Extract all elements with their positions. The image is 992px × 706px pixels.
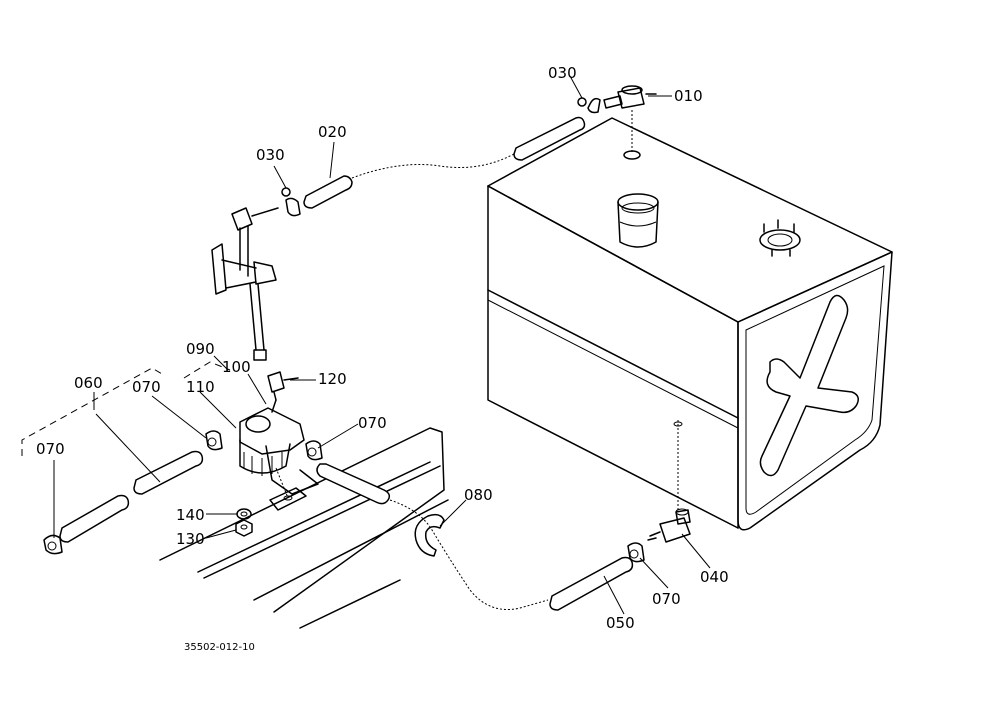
part-060-hose-left bbox=[59, 494, 130, 543]
part-020-hose-upper-right bbox=[513, 116, 586, 161]
part-070-clip-far-left bbox=[43, 534, 63, 555]
group-bracket-090 bbox=[183, 361, 231, 379]
part-labels: 010 030 020 030 090 100 120 060 070 110 … bbox=[36, 64, 729, 653]
part-070-clip-lower-right bbox=[627, 542, 645, 563]
label-130: 130 bbox=[176, 530, 205, 548]
label-060: 060 bbox=[74, 374, 103, 392]
label-100: 100 bbox=[222, 358, 251, 376]
part-080-hose-clamp bbox=[414, 513, 445, 557]
part-020-hose-upper-left bbox=[303, 175, 353, 209]
part-130-nut bbox=[235, 519, 253, 537]
label-110: 110 bbox=[186, 378, 215, 396]
part-010-banjo-fitting bbox=[603, 85, 657, 109]
part-040-banjo-fitting bbox=[647, 508, 691, 543]
label-140: 140 bbox=[176, 506, 205, 524]
group-bracket-060 bbox=[21, 367, 163, 456]
leader-lines bbox=[53, 75, 711, 615]
label-040: 040 bbox=[700, 568, 729, 586]
figure-code: 35502-012-10 bbox=[184, 642, 255, 653]
fuel-gauge-ring bbox=[759, 219, 801, 257]
label-090: 090 bbox=[186, 340, 215, 358]
label-030-upper: 030 bbox=[548, 64, 577, 82]
part-030-clip-left bbox=[281, 187, 301, 217]
part-070-clip-filter-left bbox=[205, 430, 223, 451]
part-070-clip-filter-right bbox=[305, 440, 323, 461]
label-010: 010 bbox=[674, 87, 703, 105]
fuel-line-lower bbox=[389, 499, 549, 610]
filler-neck bbox=[617, 193, 659, 248]
label-080: 080 bbox=[464, 486, 493, 504]
label-050: 050 bbox=[606, 614, 635, 632]
part-120-bolt bbox=[267, 371, 299, 401]
part-140-washer bbox=[236, 508, 252, 520]
fuel-tank bbox=[487, 110, 893, 531]
label-070-lower: 070 bbox=[652, 590, 681, 608]
part-050-hose-lower bbox=[549, 556, 634, 611]
fuel-line-upper bbox=[351, 153, 515, 179]
part-060-hose-center bbox=[133, 450, 204, 495]
label-070-filter: 070 bbox=[358, 414, 387, 432]
label-070-left: 070 bbox=[36, 440, 65, 458]
tank-outlet-boss bbox=[623, 150, 641, 160]
part-030-clip-upper bbox=[577, 97, 601, 114]
mounting-frame bbox=[159, 427, 449, 629]
injection-pipe-assembly bbox=[211, 207, 279, 361]
label-020: 020 bbox=[318, 123, 347, 141]
label-070-center: 070 bbox=[132, 378, 161, 396]
part-100-fuel-filter bbox=[239, 399, 319, 495]
label-120: 120 bbox=[318, 370, 347, 388]
label-030-left: 030 bbox=[256, 146, 285, 164]
part-060-hose-filter-right bbox=[316, 463, 391, 505]
